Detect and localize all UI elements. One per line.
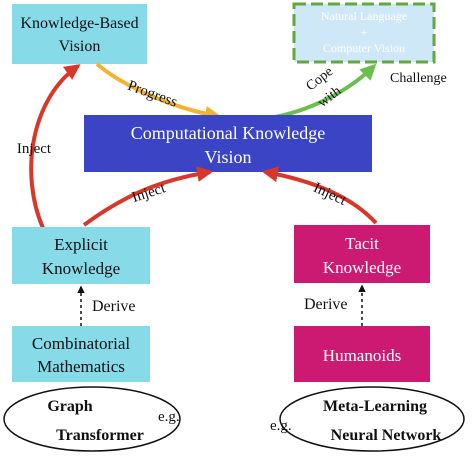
combinatorial-line1: Combinatorial xyxy=(32,334,130,353)
inject-center-arrow xyxy=(82,166,214,227)
inject-left-label: Inject xyxy=(17,141,52,157)
meta-eg-label: e.g. xyxy=(270,418,292,434)
meta-learning-ellipse: Meta-Learning Neural Network e.g. xyxy=(270,386,465,452)
explicit-line1: Explicit xyxy=(54,235,108,254)
tacit-knowledge-node: Tacit Knowledge xyxy=(294,225,430,283)
tacit-line2: Knowledge xyxy=(323,258,401,277)
graph-label: Graph xyxy=(47,398,92,415)
computational-knowledge-vision-node: Computational Knowledge Vision xyxy=(84,115,372,172)
combinatorial-mathematics-node: Combinatorial Mathematics xyxy=(12,326,150,382)
kbv-line2: Vision xyxy=(59,38,101,55)
kbv-line1: Knowledge-Based xyxy=(20,15,138,32)
transformer-label: Transformer xyxy=(56,427,144,444)
explicit-knowledge-node: Explicit Knowledge xyxy=(12,227,150,284)
tacit-line1: Tacit xyxy=(345,234,379,253)
nlcv-line3: Computer Vision xyxy=(323,41,405,55)
ckv-line1: Computational Knowledge xyxy=(131,123,325,143)
challenge-label: Challenge xyxy=(390,71,447,86)
progress-arrow xyxy=(95,62,222,122)
cope-with-arrow xyxy=(274,63,377,119)
graph-eg-label: e.g. xyxy=(158,409,180,425)
meta-learning-label: Meta-Learning xyxy=(323,398,427,415)
humanoids-line1: Humanoids xyxy=(323,346,401,365)
neural-network-label: Neural Network xyxy=(331,427,442,444)
inject-left-arrow xyxy=(29,64,81,229)
nlcv-line1: Natural Language xyxy=(321,9,407,23)
graph-transformer-ellipse: Graph Transformer e.g. xyxy=(3,386,181,452)
nlcv-line2: + xyxy=(361,25,368,39)
humanoids-node: Humanoids xyxy=(294,326,430,382)
derive-left-label: Derive xyxy=(92,298,136,315)
inject-right-arrow xyxy=(261,166,378,225)
nl-cv-node: Natural Language + Computer Vision xyxy=(292,2,436,64)
combinatorial-line2: Mathematics xyxy=(37,357,125,376)
explicit-line2: Knowledge xyxy=(42,259,120,278)
knowledge-based-vision-node: Knowledge-Based Vision xyxy=(12,4,147,64)
derive-right-label: Derive xyxy=(304,296,348,313)
ckv-line2: Vision xyxy=(205,147,252,167)
progress-label: Progress xyxy=(125,78,179,111)
inject-center-label: Inject xyxy=(130,180,168,206)
inject-right-label: Inject xyxy=(311,180,349,209)
